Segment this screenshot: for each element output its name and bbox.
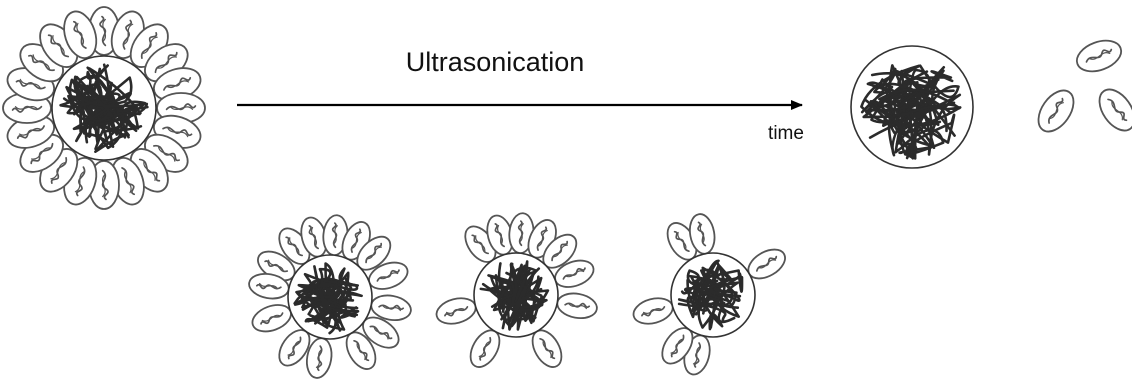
core — [288, 255, 372, 339]
core — [851, 46, 973, 168]
particle-outline — [1092, 83, 1132, 137]
core — [474, 253, 558, 337]
intermediate-particle-1 — [247, 214, 413, 380]
intermediate-particle-2 — [434, 212, 599, 372]
initial-coated-particle — [3, 7, 205, 209]
core — [52, 56, 156, 160]
nanoparticle — [1073, 35, 1126, 77]
final-bare-core — [851, 46, 973, 168]
core — [671, 253, 755, 337]
intermediate-particle-3 — [631, 212, 790, 377]
time-label: time — [768, 123, 804, 144]
nanoparticle — [249, 300, 295, 336]
nanoparticle — [1031, 84, 1080, 138]
detached-particles-group — [1031, 35, 1132, 138]
nanoparticle — [631, 294, 676, 328]
nanoparticle — [1092, 83, 1132, 137]
process-label: Ultrasonication — [406, 47, 585, 77]
nanoparticle — [555, 291, 599, 322]
nanoparticle — [434, 294, 479, 328]
